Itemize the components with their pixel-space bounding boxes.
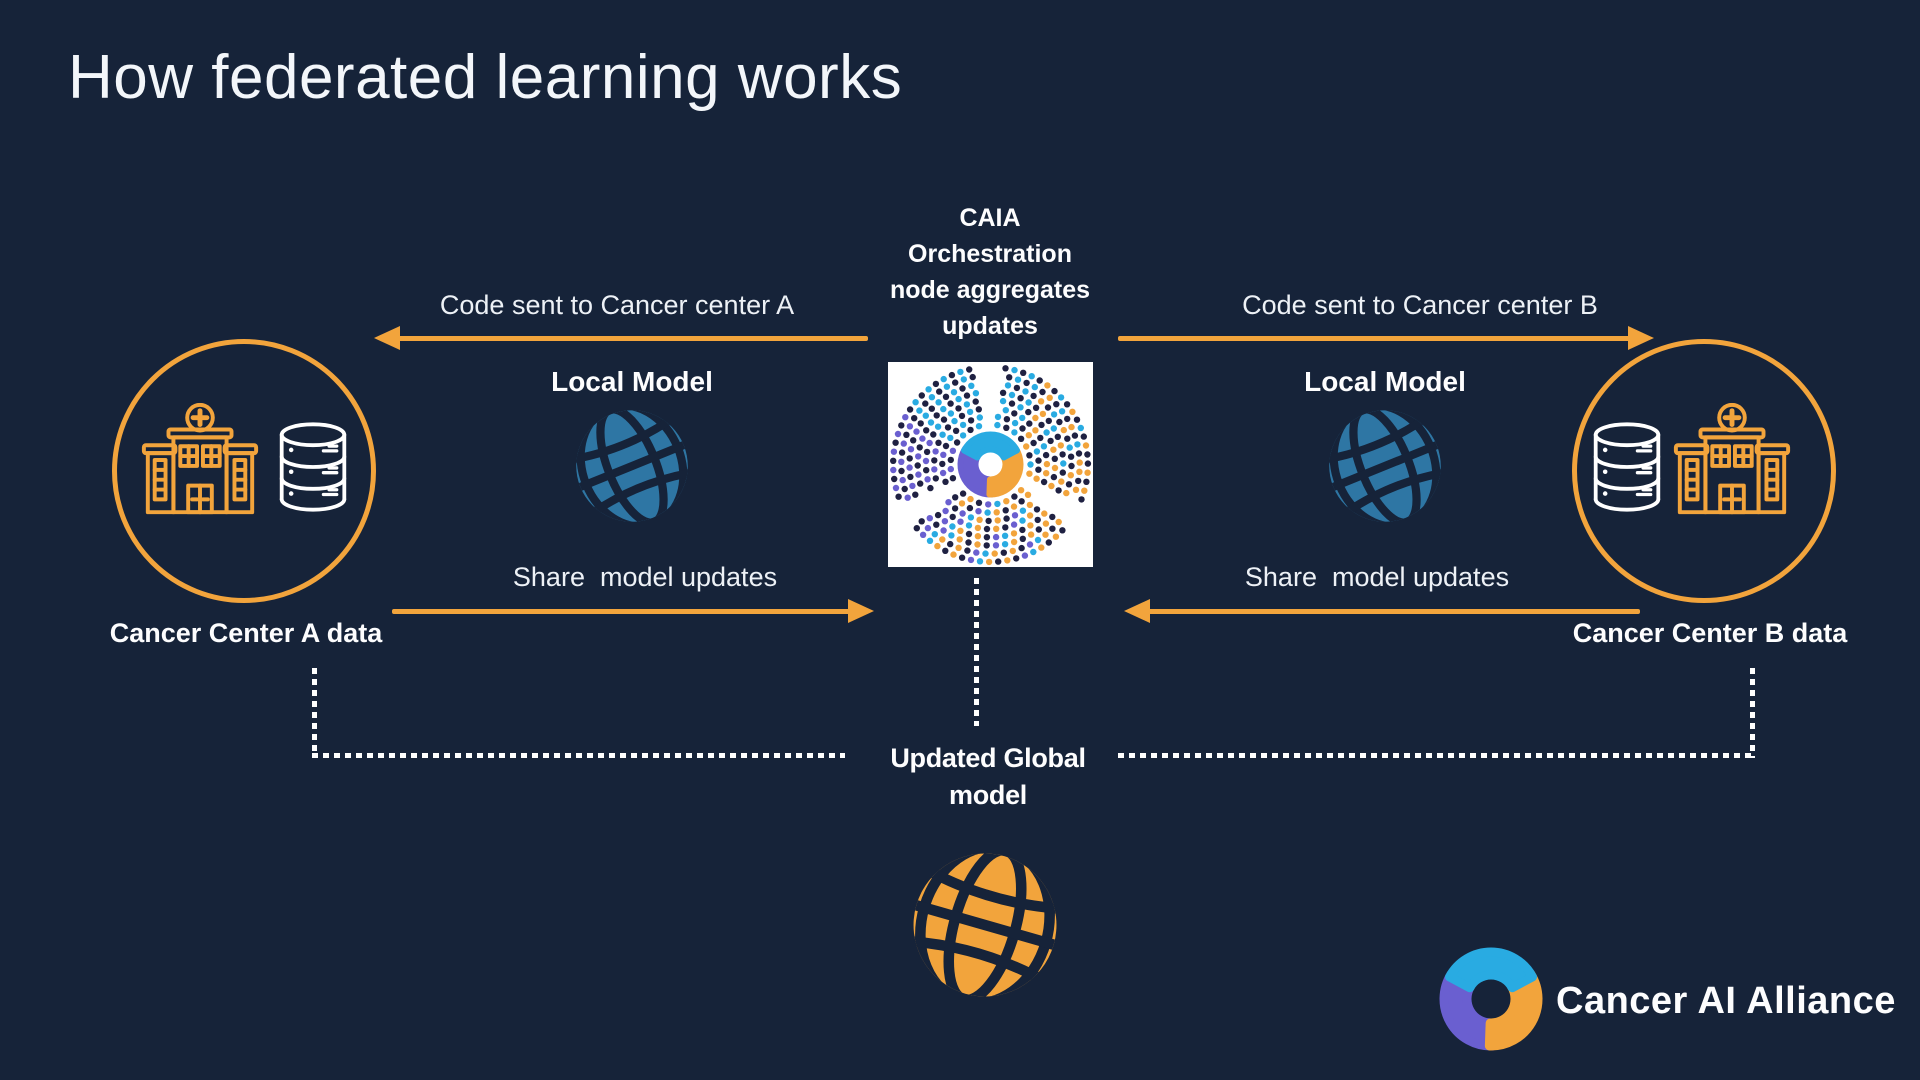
hub-heading: CAIA Orchestration node aggregates updat… [889, 204, 1091, 340]
code-to-a-label: Code sent to Cancer center A [439, 290, 795, 320]
cancer-ai-alliance-wordmark: Cancer AI Alliance [1556, 980, 1896, 1022]
caia-dot-ring-logo-icon [890, 365, 1092, 566]
local-model-a-globe-icon [568, 402, 696, 530]
dotted-connector-a-vertical [312, 668, 317, 758]
caia-orchestration-node [888, 362, 1093, 567]
local-model-b-globe-icon [1321, 402, 1449, 530]
page-title: How federated learning works [68, 43, 903, 112]
dotted-connector-b-vertical [1750, 668, 1755, 758]
code-to-b-arrow [1118, 336, 1630, 341]
local-model-a-label: Local Model [551, 366, 713, 397]
code-to-a-arrow [398, 336, 868, 341]
cancer-center-b-label: Cancer Center B data [1572, 618, 1848, 648]
arrowhead-left-icon [374, 326, 400, 350]
hospital-icon [1668, 402, 1796, 520]
cancer-center-b-circle [1572, 339, 1836, 603]
updated-global-model-label: Updated Global model [890, 743, 1086, 810]
arrowhead-left-icon [1124, 599, 1150, 623]
cancer-center-a-label: Cancer Center A data [109, 618, 383, 648]
share-from-b-arrow [1148, 609, 1640, 614]
local-model-b-label: Local Model [1304, 366, 1466, 397]
share-from-b-label: Share model updates [1244, 562, 1510, 592]
arrowhead-right-icon [1628, 326, 1654, 350]
dotted-connector-a-horizontal [312, 753, 845, 758]
global-model-globe-icon [870, 810, 1100, 1040]
arrowhead-right-icon [848, 599, 874, 623]
share-from-a-label: Share model updates [512, 562, 778, 592]
cancer-center-a-circle [112, 339, 376, 603]
share-from-a-arrow [392, 609, 850, 614]
database-icon [1590, 420, 1664, 514]
code-to-b-label: Code sent to Cancer center B [1242, 290, 1598, 320]
dotted-connector-b-horizontal [1118, 753, 1754, 758]
hospital-icon [136, 402, 264, 520]
database-icon [276, 420, 350, 514]
cancer-ai-alliance-logo-icon [1439, 947, 1543, 1051]
dotted-connector-hub-to-global [974, 578, 979, 726]
